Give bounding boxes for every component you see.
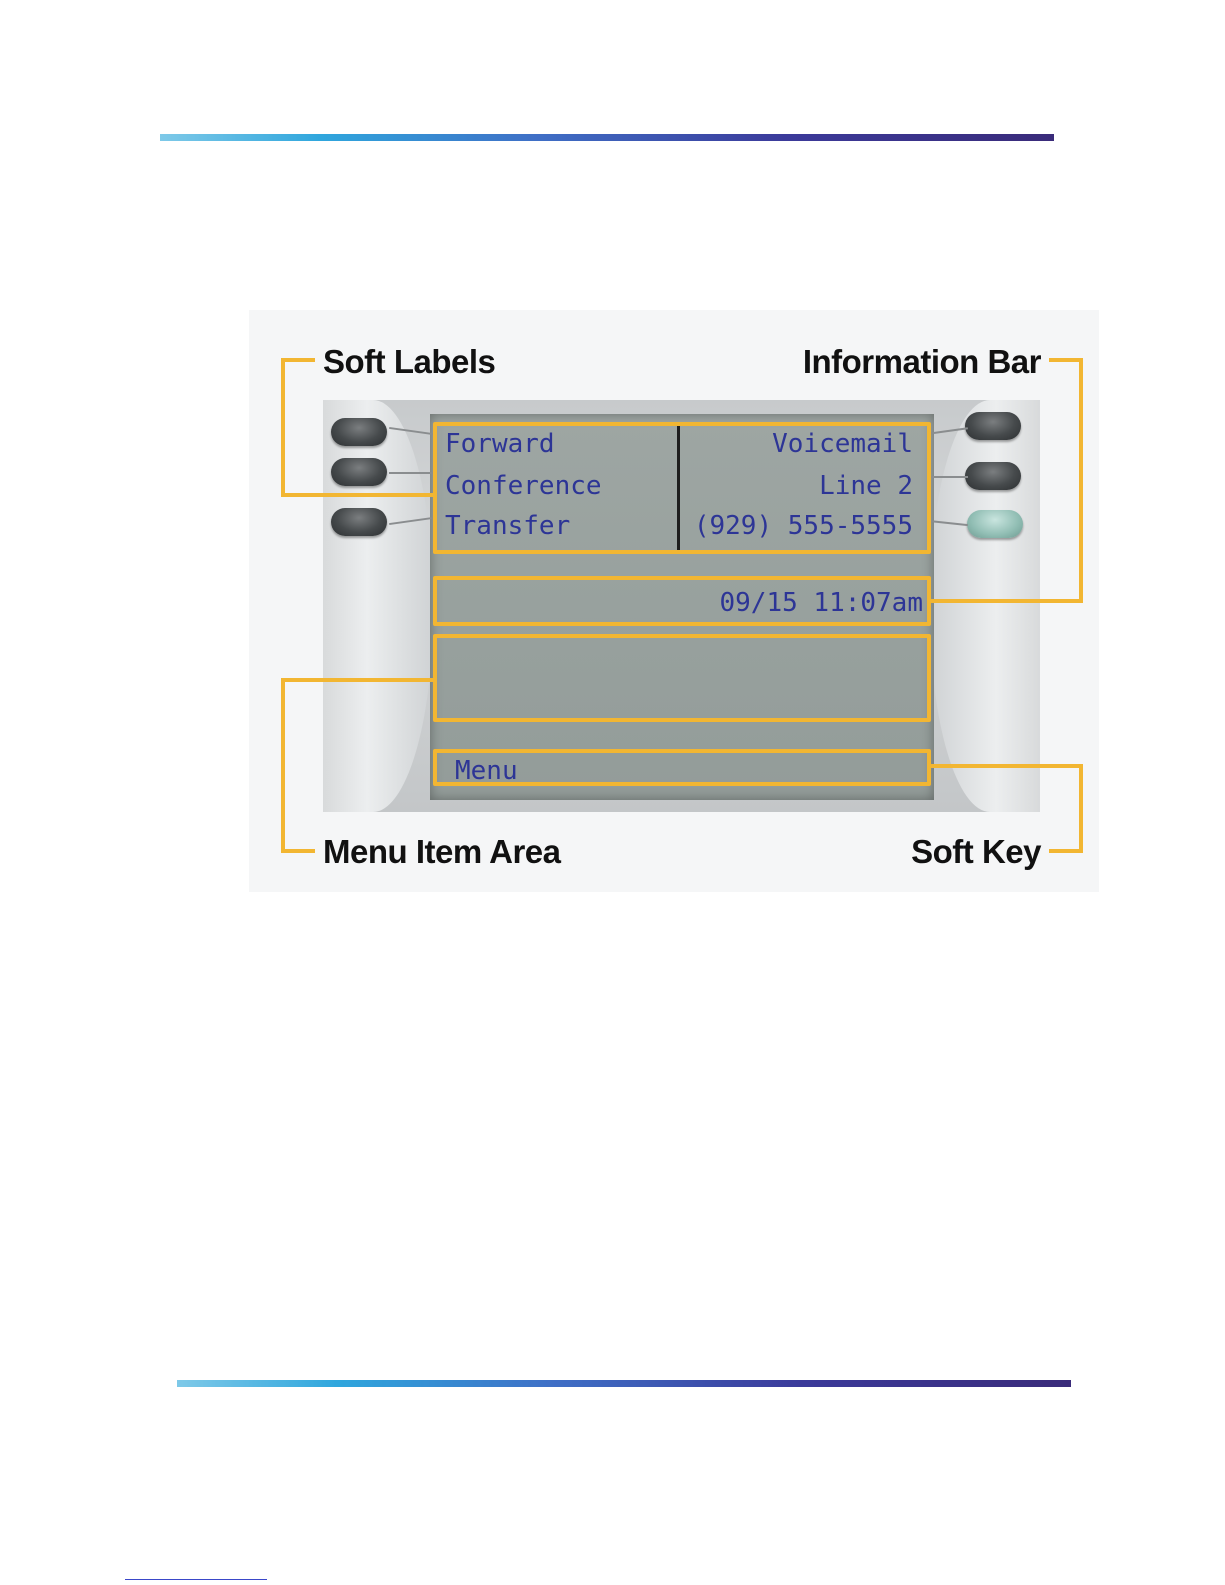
callout-soft-labels: Soft Labels	[323, 345, 495, 378]
phone-display-diagram: Forward Conference Transfer Voicemail Li…	[249, 310, 1099, 892]
header-rule	[160, 134, 1054, 141]
callout-soft-key: Soft Key	[911, 835, 1041, 868]
callout-leader-lines	[249, 310, 1099, 892]
footer-link-underline[interactable]	[125, 1579, 267, 1580]
callout-menu-item-area: Menu Item Area	[323, 835, 561, 868]
footer-rule	[177, 1380, 1071, 1387]
callout-information-bar: Information Bar	[803, 345, 1041, 378]
